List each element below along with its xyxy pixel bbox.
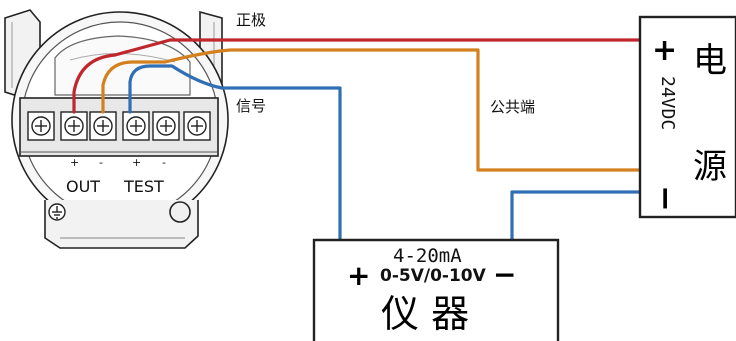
power-plus-terminal: + — [652, 33, 677, 68]
positive-wire — [72, 38, 642, 114]
return-wire — [510, 190, 642, 242]
terminal-screw-right-ground — [183, 111, 211, 141]
common-wire-label: 公共端 — [490, 98, 535, 116]
instrument: 4-20mA + 0-5V/0-10V − 仪 器 — [312, 238, 560, 341]
power-name-top: 电 — [693, 41, 727, 81]
positive-wire-label: 正极 — [236, 11, 266, 29]
signal-wire — [128, 64, 342, 242]
instrument-plus: + — [347, 259, 370, 292]
instrument-minus: − — [493, 258, 516, 291]
terminal-screw-out-minus — [89, 111, 117, 141]
terminal-mark-out-minus: - — [99, 156, 103, 169]
out-label: OUT — [66, 177, 100, 196]
power-name-bottom: 源 — [693, 147, 727, 187]
terminal-mark-test-minus: - — [162, 156, 166, 169]
transmitter-housing — [4, 9, 229, 249]
ground-icon — [48, 203, 66, 221]
terminal-mark-test-plus: + — [132, 156, 141, 169]
signal-wire-label: 信号 — [236, 97, 266, 115]
terminal-screw-test-plus — [122, 111, 150, 141]
power-minus-terminal: − — [647, 185, 685, 212]
common-wire — [101, 48, 642, 172]
terminal-screw-test-minus — [152, 111, 180, 141]
terminal-screw-left-ground — [27, 111, 55, 141]
test-label: TEST — [123, 177, 164, 196]
terminal-mark-out-plus: + — [70, 156, 79, 169]
terminal-screws — [27, 111, 211, 141]
terminal-marks: + - + - — [70, 156, 166, 169]
instrument-range-voltage: 0-5V/0-10V — [380, 266, 487, 286]
instrument-name: 仪 器 — [381, 292, 469, 336]
power-supply: + − 24VDC 电 源 — [638, 15, 736, 219]
instrument-range-current: 4-20mA — [393, 245, 462, 267]
power-voltage: 24VDC — [657, 76, 678, 130]
terminal-screw-out-plus — [60, 111, 88, 141]
